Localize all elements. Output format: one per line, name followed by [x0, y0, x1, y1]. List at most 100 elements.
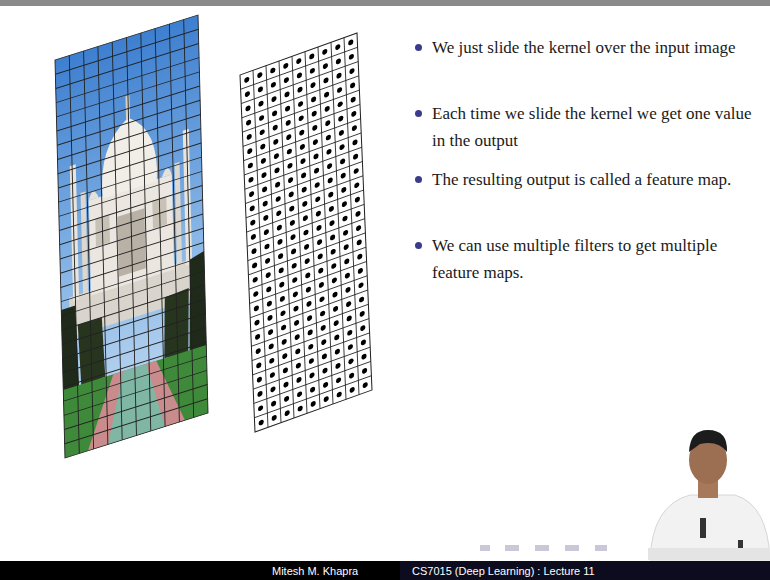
feature-value-dot — [346, 315, 351, 322]
feature-value-dot — [326, 134, 331, 141]
feature-value-dot — [354, 182, 359, 189]
feature-value-dot — [342, 201, 347, 208]
feature-value-dot — [254, 319, 259, 326]
feature-value-dot — [362, 367, 367, 374]
course-title: CS7015 (Deep Learning) : Lecture 11 — [412, 564, 595, 578]
feature-value-dot — [290, 219, 295, 226]
feature-value-dot — [257, 376, 262, 383]
feature-value-dot — [352, 125, 357, 132]
feature-value-dot — [328, 191, 333, 198]
navigation-symbols — [480, 545, 607, 551]
feature-value-dot — [345, 286, 350, 293]
bullet-marker — [415, 44, 422, 51]
feature-value-dot — [251, 233, 256, 240]
feature-value-dot — [244, 76, 249, 83]
feature-value-dot — [350, 96, 355, 103]
feature-value-dot — [319, 281, 324, 288]
feature-value-dot — [271, 400, 276, 407]
bullet-point: The resulting output is called a feature… — [432, 166, 762, 193]
bullet-point: Each time we slide the kernel we get one… — [432, 100, 762, 154]
bullet-marker — [415, 110, 422, 117]
feature-value-dot — [332, 277, 337, 284]
feature-value-dot — [311, 96, 316, 103]
feature-value-dot — [265, 257, 270, 264]
feature-value-dot — [337, 101, 342, 108]
feature-value-dot — [298, 115, 303, 122]
feature-value-dot — [308, 343, 313, 350]
feature-value-dot — [259, 129, 264, 136]
feature-value-dot — [258, 86, 263, 93]
feature-value-dot — [357, 253, 362, 260]
feature-value-dot — [283, 367, 288, 374]
feature-value-dot — [295, 348, 300, 355]
feature-value-dot — [330, 248, 335, 255]
feature-value-dot — [332, 291, 337, 298]
feature-value-dot — [337, 86, 342, 93]
feature-value-dot — [246, 133, 251, 140]
feature-value-dot — [247, 148, 252, 155]
feature-value-dot — [278, 253, 283, 260]
feature-value-dot — [343, 244, 348, 251]
feature-value-dot — [260, 143, 265, 150]
feature-value-dot — [258, 100, 263, 107]
feature-value-dot — [271, 95, 276, 102]
feature-value-dot — [309, 357, 314, 364]
feature-value-dot — [268, 343, 273, 350]
feature-value-dot — [300, 143, 305, 150]
feature-value-dot — [333, 305, 338, 312]
feature-value-dot — [255, 333, 260, 340]
bullet-point: We just slide the kernel over the input … — [432, 34, 762, 61]
feature-value-dot — [306, 286, 311, 293]
feature-value-dot — [317, 239, 322, 246]
feature-value-dot — [319, 296, 324, 303]
feature-map-grid — [240, 33, 372, 432]
feature-value-dot — [316, 224, 321, 231]
bullet-marker — [415, 176, 422, 183]
feature-value-dot — [277, 238, 282, 245]
feature-value-dot — [282, 353, 287, 360]
feature-value-dot — [349, 386, 354, 393]
feature-value-dot — [322, 353, 327, 360]
feature-value-dot — [349, 67, 354, 74]
feature-value-dot — [355, 210, 360, 217]
feature-value-dot — [296, 58, 301, 65]
feature-value-dot — [330, 234, 335, 241]
feature-value-dot — [258, 419, 263, 426]
feature-value-dot — [361, 339, 366, 346]
feature-value-dot — [345, 272, 350, 279]
feature-value-dot — [323, 381, 328, 388]
feature-value-dot — [311, 110, 316, 117]
feature-value-dot — [273, 138, 278, 145]
feature-value-dot — [321, 339, 326, 346]
feature-value-dot — [347, 329, 352, 336]
feature-value-dot — [268, 329, 273, 336]
feature-value-dot — [256, 362, 261, 369]
feature-value-dot — [255, 348, 260, 355]
feature-value-dot — [264, 243, 269, 250]
feature-value-dot — [277, 224, 282, 231]
feature-value-dot — [310, 386, 315, 393]
feature-value-dot — [313, 139, 318, 146]
feature-value-dot — [335, 362, 340, 369]
feature-value-dot — [296, 376, 301, 383]
feature-value-dot — [359, 296, 364, 303]
feature-value-dot — [288, 177, 293, 184]
feature-value-dot — [326, 148, 331, 155]
feature-value-dot — [324, 105, 329, 112]
feature-value-dot — [298, 100, 303, 107]
feature-value-dot — [267, 300, 272, 307]
feature-value-dot — [284, 77, 289, 84]
feature-value-dot — [322, 48, 327, 55]
feature-value-dot — [313, 153, 318, 160]
feature-value-dot — [296, 362, 301, 369]
feature-value-dot — [281, 338, 286, 345]
feature-value-dot — [297, 86, 302, 93]
feature-value-dot — [287, 162, 292, 169]
feature-value-dot — [245, 105, 250, 112]
feature-value-dot — [275, 181, 280, 188]
feature-value-dot — [279, 281, 284, 288]
feature-value-dot — [249, 205, 254, 212]
feature-value-dot — [310, 67, 315, 74]
bullet-point: We can use multiple filters to get multi… — [432, 232, 762, 286]
